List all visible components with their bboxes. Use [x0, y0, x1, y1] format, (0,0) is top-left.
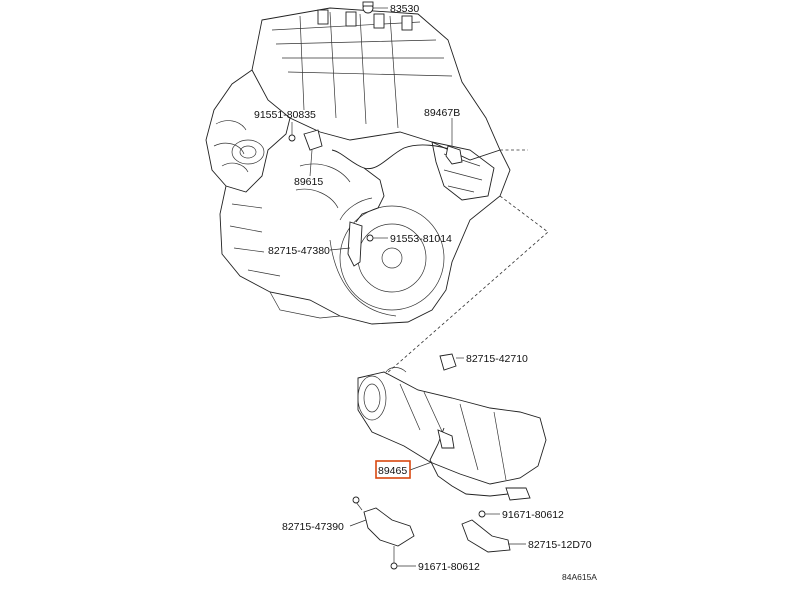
label-82715-47390[interactable]: 82715-47390: [282, 521, 344, 533]
label-89467b[interactable]: 89467B: [424, 107, 460, 119]
label-82715-12d70[interactable]: 82715-12D70: [528, 539, 592, 551]
label-89465[interactable]: 89465: [378, 465, 407, 477]
diagram-code: 84A615A: [562, 572, 597, 582]
label-91551-80835[interactable]: 91551-80835: [254, 109, 316, 121]
label-82715-42710[interactable]: 82715-42710: [466, 353, 528, 365]
leader-lines: [291, 7, 526, 567]
engine-illustration: [205, 1, 511, 325]
exhaust-illustration: [352, 353, 547, 570]
leader-dashes-upper: [385, 149, 549, 375]
label-91671-80612-b[interactable]: 91671-80612: [418, 561, 480, 573]
label-83530[interactable]: 83530: [390, 3, 419, 15]
label-91671-80612-a[interactable]: 91671-80612: [502, 509, 564, 521]
label-91553-81014[interactable]: 91553-81014: [390, 233, 452, 245]
highlight-89465: [375, 460, 411, 479]
label-89615[interactable]: 89615: [294, 176, 323, 188]
label-82715-47380[interactable]: 82715-47380: [268, 245, 330, 257]
